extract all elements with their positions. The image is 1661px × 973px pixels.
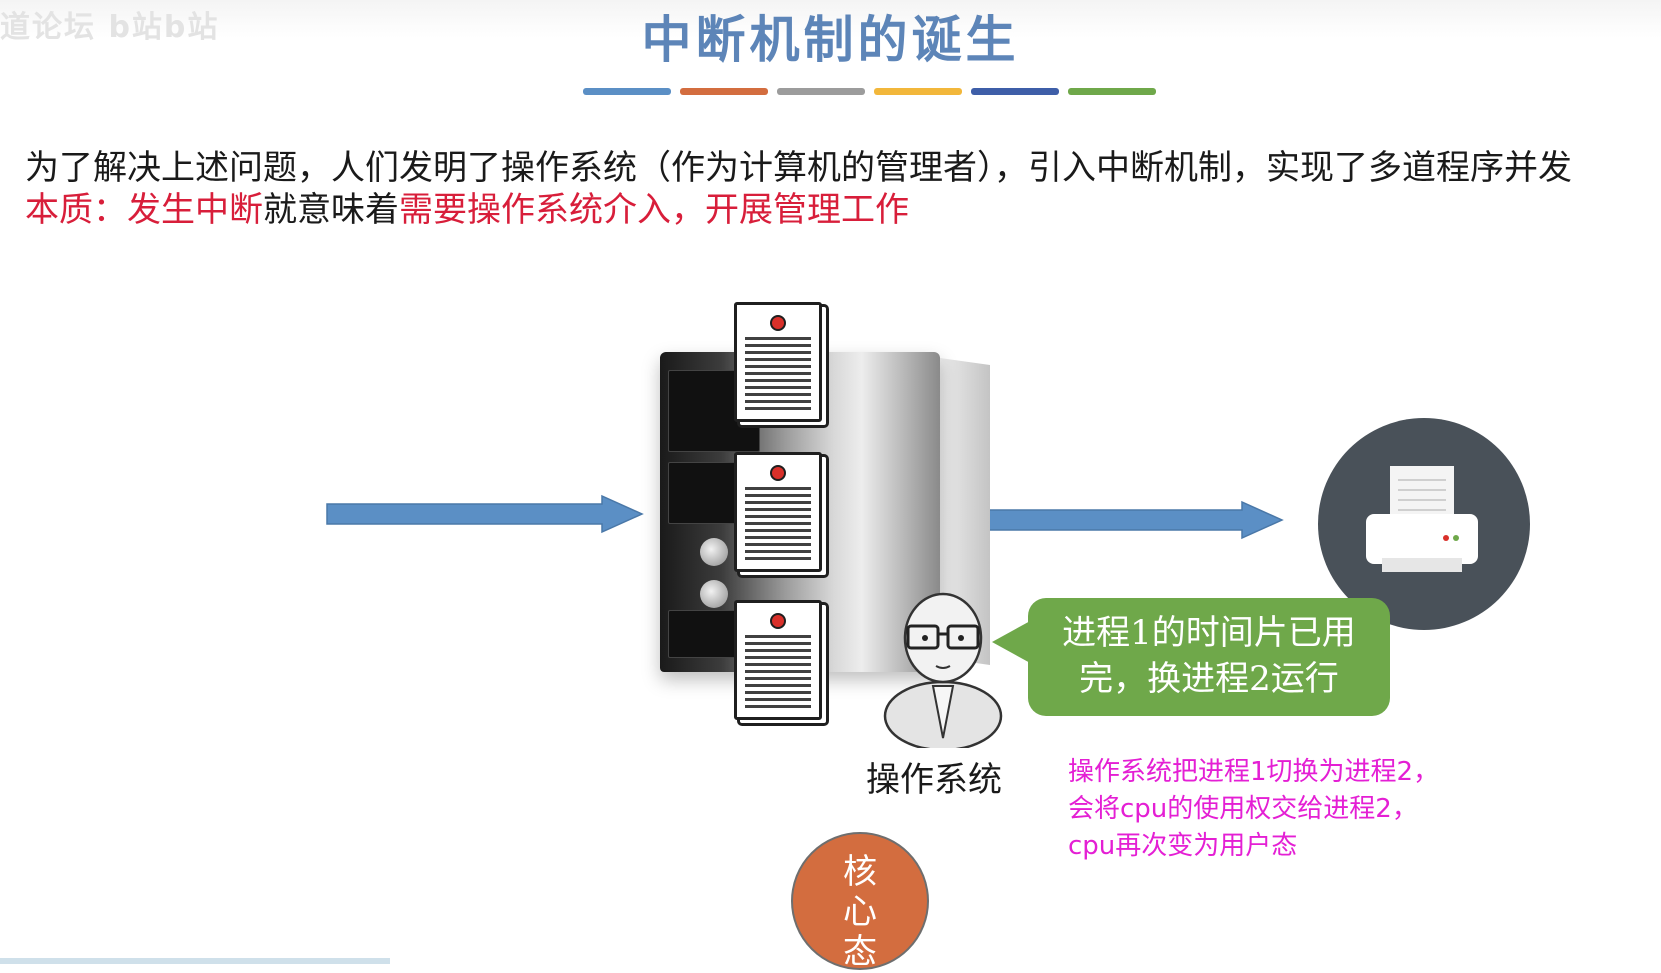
printer-icon [1318,418,1530,630]
intro-text: 为了解决上述问题，人们发明了操作系统（作为计算机的管理者），引入中断机制，实现了… [25,148,1572,188]
underline-segment-1 [583,88,671,95]
bubble-line-1: 进程1的时间片已用 [1062,613,1356,653]
printer-glyph [1366,466,1478,572]
speech-bubble-tail [992,620,1032,664]
note-line-3: cpu再次变为用户态 [1068,831,1298,861]
underline-segment-3 [777,88,865,95]
kernel-char-3: 态 [843,932,877,972]
title-underline [583,88,1156,95]
essence-text: 本质：发生中断就意味着需要操作系统介入，开展管理工作 [25,182,909,231]
essence-label: 本质：发生中断 [25,190,263,230]
underline-segment-2 [680,88,768,95]
output-arrow [966,500,1284,540]
essence-connector: 就意味着 [263,190,399,230]
underline-segment-5 [971,88,1059,95]
speech-bubble: 进程1的时间片已用 完，换进程2运行 [1028,598,1390,716]
watermark: 道论坛 b站b站 [0,10,220,45]
progress-strip [0,958,390,964]
top-bar [0,0,1661,38]
power-button [700,580,728,608]
note-line-1: 操作系统把进程1切换为进程2， [1068,757,1440,787]
slide-title: 中断机制的诞生 [641,11,1020,69]
kernel-char-1: 核 [843,852,877,892]
underline-segment-4 [874,88,962,95]
os-label: 操作系统 [866,760,1002,800]
document-icon [734,452,822,572]
person-with-glasses-icon [883,592,1003,748]
document-icon [734,302,822,422]
kernel-mode-badge: 核 心 态 [791,832,929,972]
kernel-char-2: 心 [843,892,877,932]
power-button [700,538,728,566]
document-icon [734,600,822,720]
underline-segment-6 [1068,88,1156,95]
note-line-2: 会将cpu的使用权交给进程2， [1068,794,1418,824]
input-arrow [326,494,644,534]
bubble-line-2: 完，换进程2运行 [1079,659,1339,699]
annotation-note: 操作系统把进程1切换为进程2， 会将cpu的使用权交给进程2， cpu再次变为用… [1068,754,1439,865]
essence-highlight: 需要操作系统介入，开展管理工作 [399,190,909,230]
